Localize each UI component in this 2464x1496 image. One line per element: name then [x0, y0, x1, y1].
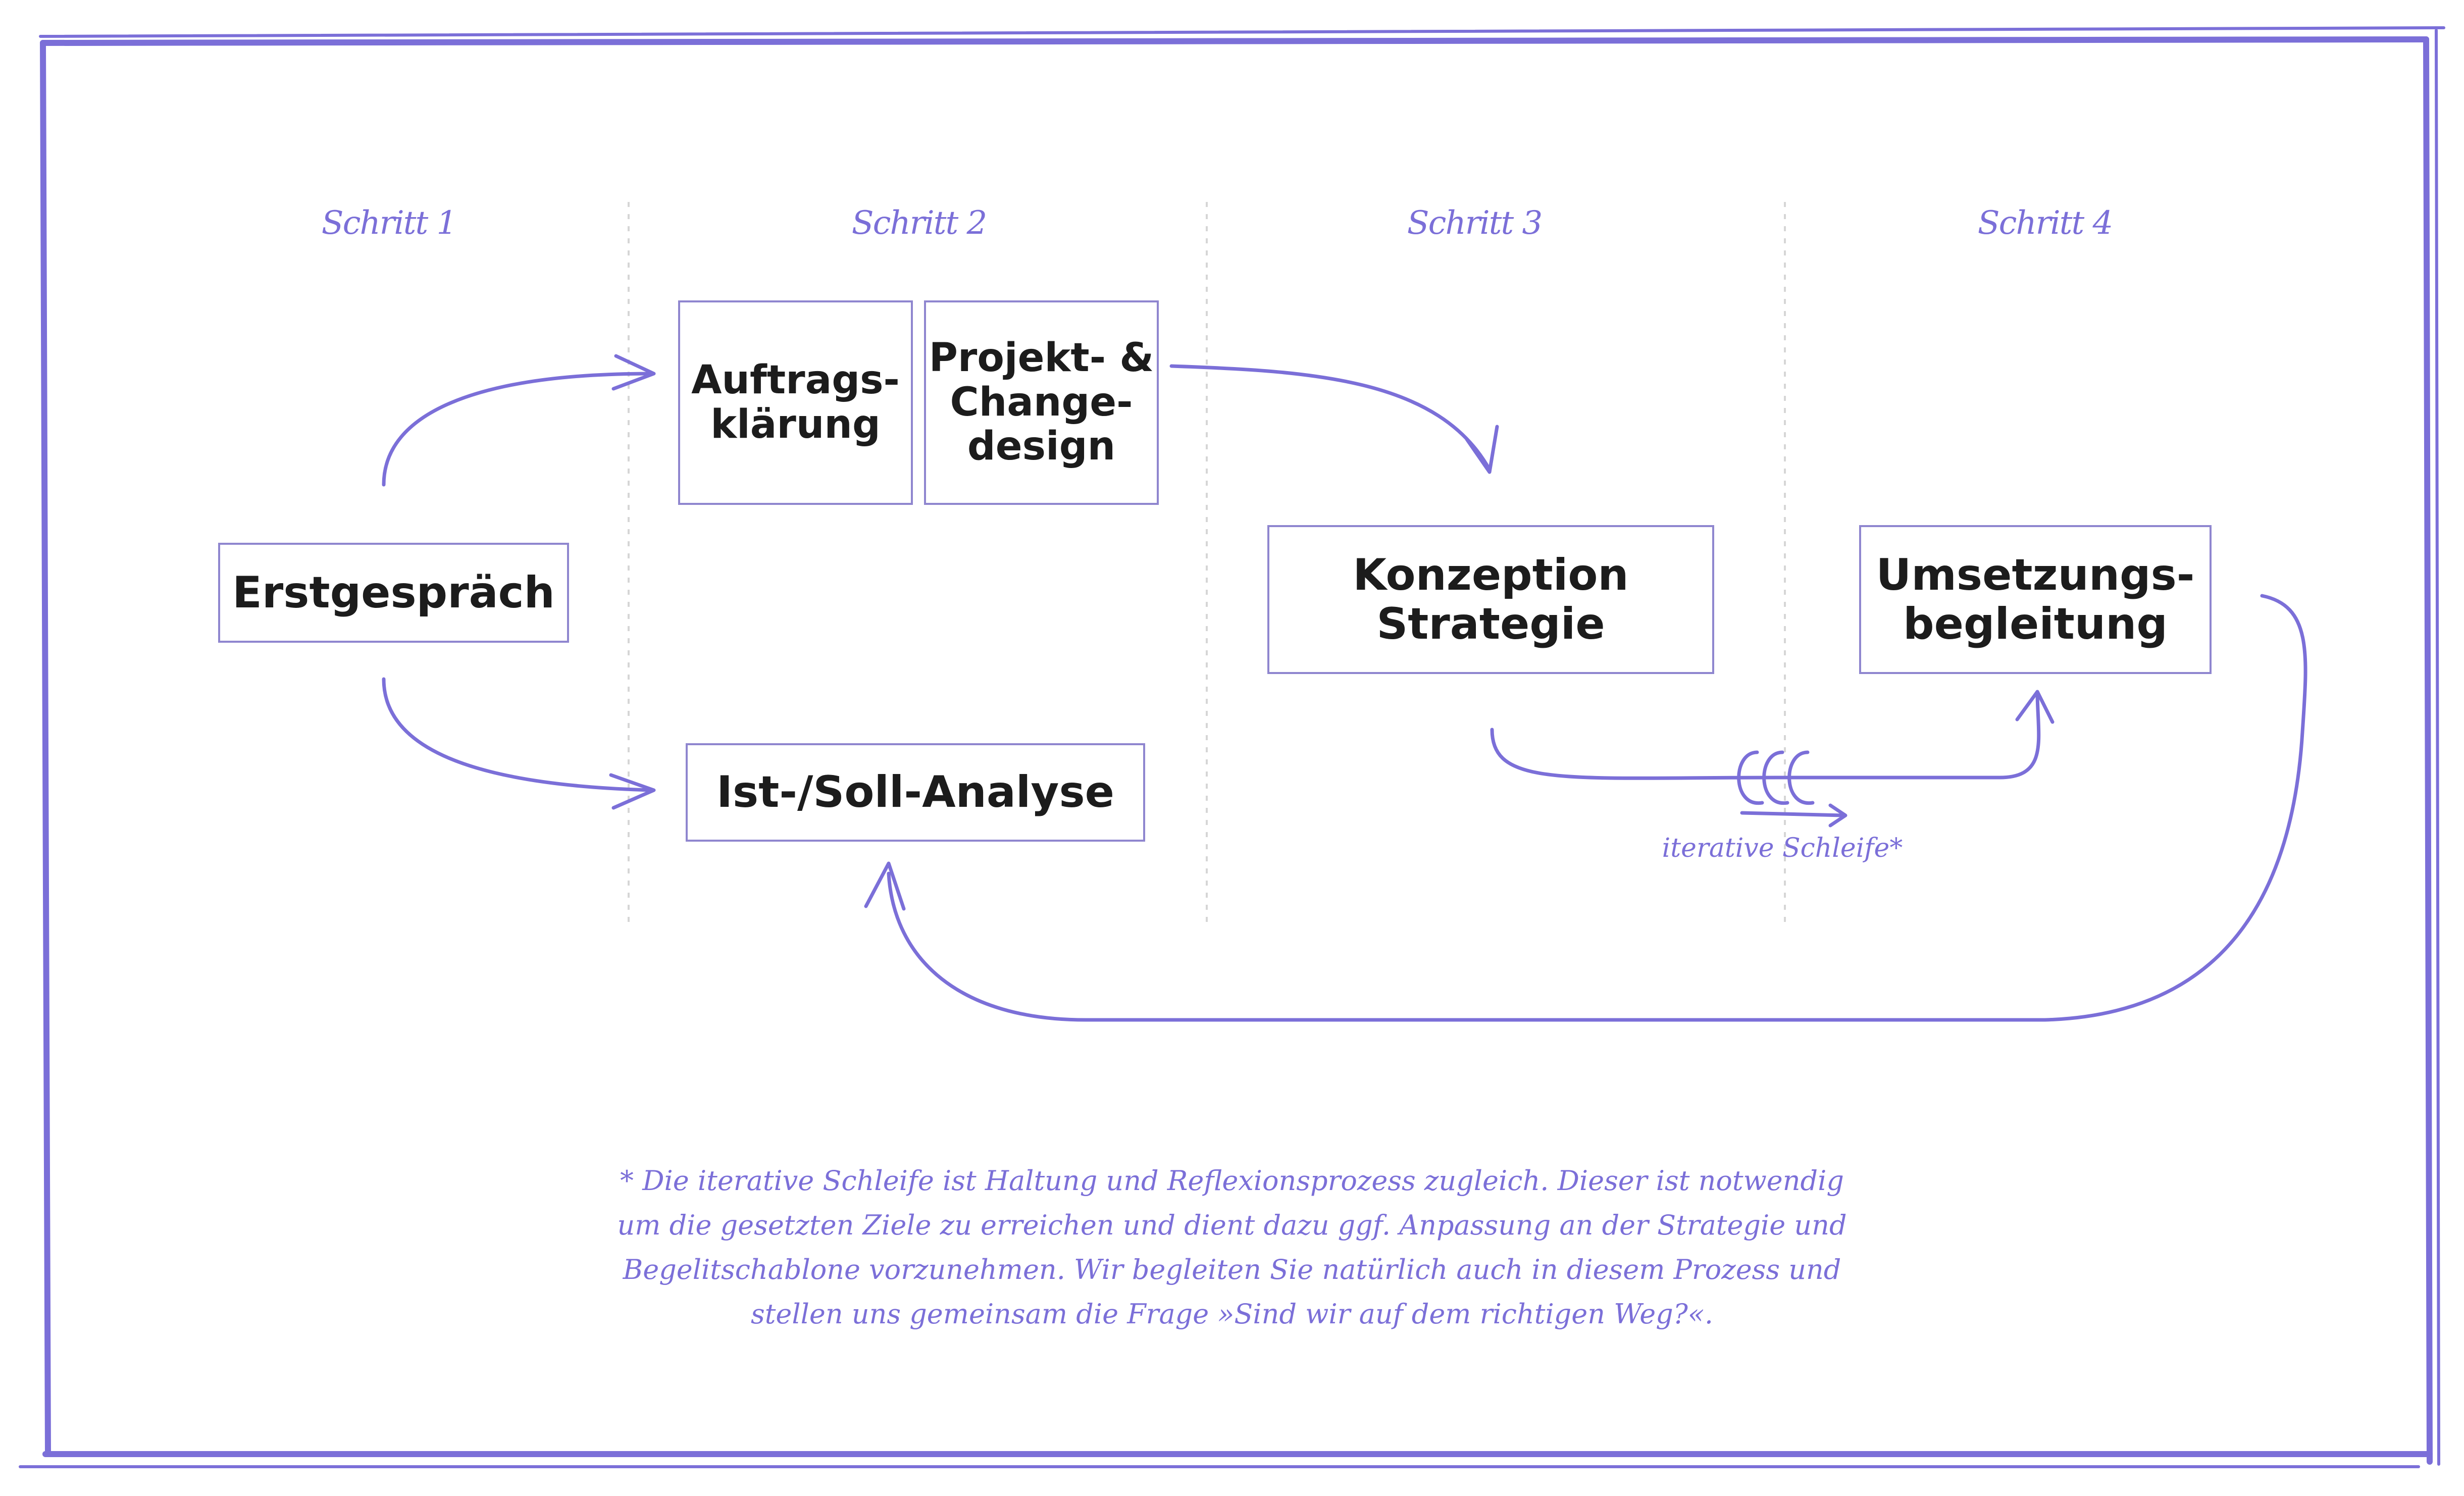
frame: [19, 26, 2445, 1468]
box-konzeption-strategie: Konzeption Strategie: [1267, 525, 1714, 674]
arrow-feedback-to-ist-soll: [887, 594, 2307, 1022]
box-projekt-change-design: Projekt- & Change- design: [924, 300, 1159, 505]
box-erstgespraech-label: Erstgespräch: [232, 567, 555, 618]
box-erstgespraech: Erstgespräch: [218, 543, 569, 643]
box-ist-soll-analyse: Ist-/Soll-Analyse: [686, 743, 1145, 842]
box-auftragsklaerung: Auftrags- klärung: [678, 300, 913, 505]
box-projekt-change-design-label: Projekt- & Change- design: [929, 335, 1154, 470]
arrow-to-konzeption: [1169, 364, 1492, 472]
step-label-2: Schritt 2: [851, 204, 987, 242]
arrow-iterative-loop: [1490, 690, 2041, 780]
arrow-to-ist-soll: [382, 677, 653, 792]
step-label-4: Schritt 4: [1977, 204, 2113, 242]
loop-coils: [1737, 750, 1845, 817]
box-ist-soll-analyse-label: Ist-/Soll-Analyse: [716, 767, 1114, 818]
box-konzeption-strategie-label: Konzeption Strategie: [1353, 550, 1629, 649]
footnote: * Die iterative Schleife ist Haltung und…: [617, 1165, 1847, 1330]
box-umsetzungsbegleitung-label: Umsetzungs- begleitung: [1876, 550, 2195, 649]
box-umsetzungsbegleitung: Umsetzungs- begleitung: [1859, 525, 2212, 674]
box-auftragsklaerung-label: Auftrags- klärung: [691, 357, 900, 447]
step-label-3: Schritt 3: [1407, 204, 1543, 242]
iterative-loop-label: iterative Schleife*: [1662, 833, 1903, 863]
step-label-1: Schritt 1: [321, 204, 457, 242]
arrow-to-auftragsklaerung: [382, 372, 653, 487]
